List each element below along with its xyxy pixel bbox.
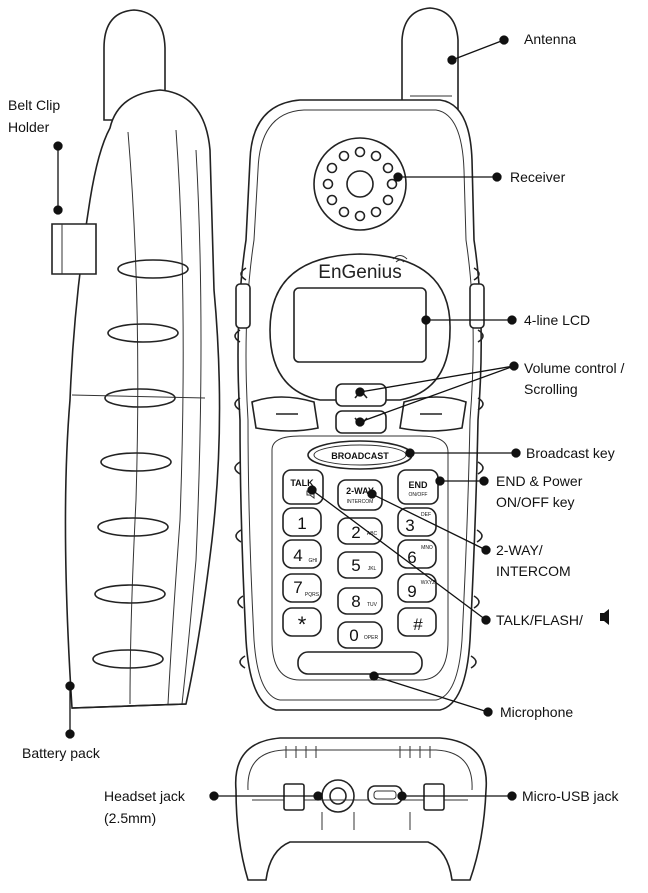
svg-text:1: 1 [297, 514, 306, 533]
receiver [313, 137, 407, 231]
svg-text:TALK: TALK [290, 478, 314, 488]
svg-text:ON/OFF: ON/OFF [409, 492, 428, 498]
brand-logo: EnGenius [318, 262, 401, 283]
svg-text:DEF: DEF [421, 512, 431, 518]
label-end-line2: ON/OFF key [496, 494, 575, 510]
label-broadcast-key: Broadcast key [526, 445, 615, 461]
label-volume-line2: Scrolling [524, 381, 578, 397]
key-0[interactable]: 0 OPER [337, 621, 383, 649]
belt-clip [51, 223, 97, 275]
key-star[interactable]: * [282, 607, 322, 637]
label-talk: TALK/FLASH/ [496, 612, 583, 628]
key-6[interactable]: 6 MNO [397, 539, 437, 569]
svg-text:2-WAY: 2-WAY [346, 486, 374, 496]
micro-usb-jack [367, 785, 403, 805]
wireless-icon [392, 255, 408, 263]
svg-text:JKL: JKL [368, 566, 377, 572]
label-end-line1: END & Power [496, 473, 583, 489]
lcd-screen [293, 287, 427, 363]
labels: Antenna Receiver 4-line LCD Volume contr… [8, 31, 624, 826]
svg-text:0: 0 [349, 626, 358, 645]
svg-text:INTERCOM: INTERCOM [347, 499, 374, 505]
label-battery: Battery pack [22, 745, 101, 761]
svg-text:WXYZ: WXYZ [421, 580, 435, 586]
svg-text:BROADCAST: BROADCAST [331, 451, 389, 461]
key-9[interactable]: 9 WXYZ [397, 573, 437, 603]
svg-text:MNO: MNO [421, 545, 433, 551]
key-3[interactable]: 3 DEF [397, 507, 437, 537]
svg-text:#: # [413, 615, 423, 634]
svg-text:ABC: ABC [367, 531, 378, 537]
svg-text:9: 9 [407, 582, 416, 601]
end-key[interactable]: END ON/OFF [397, 469, 439, 505]
svg-text:4: 4 [293, 546, 302, 565]
label-receiver: Receiver [510, 169, 566, 185]
label-usb: Micro-USB jack [522, 788, 619, 804]
key-4[interactable]: 4 GHI [282, 539, 322, 569]
key-8[interactable]: 8 TUV [337, 587, 383, 615]
key-hash[interactable]: # [397, 607, 437, 637]
svg-text:6: 6 [407, 548, 416, 567]
svg-text:*: * [298, 612, 307, 637]
talk-key[interactable]: TALK [282, 469, 324, 505]
svg-text:7: 7 [293, 578, 302, 597]
svg-text:3: 3 [405, 516, 414, 535]
label-twoway-line1: 2-WAY/ [496, 542, 543, 558]
label-antenna: Antenna [524, 31, 576, 47]
key-7[interactable]: 7 PQRS [282, 573, 322, 603]
label-microphone: Microphone [500, 704, 573, 720]
svg-text:END: END [408, 480, 428, 490]
label-headset-line2: (2.5mm) [104, 810, 156, 826]
svg-text:OPER: OPER [364, 635, 379, 641]
key-5[interactable]: 5 JKL [337, 551, 383, 579]
front-antenna [401, 7, 459, 111]
speaker-icon [600, 609, 609, 625]
label-lcd: 4-line LCD [524, 312, 590, 328]
broadcast-key[interactable]: BROADCAST [307, 440, 413, 470]
label-belt-line2: Holder [8, 119, 50, 135]
front-view: EnGenius BROADCAST TALK 2-WAY IN [234, 7, 485, 711]
two-way-key[interactable]: 2-WAY INTERCOM [337, 479, 383, 511]
side-body [64, 89, 221, 709]
svg-text:PQRS: PQRS [305, 592, 320, 598]
key-1[interactable]: 1 [282, 507, 322, 537]
callouts [53, 35, 521, 801]
key-2[interactable]: 2 ABC [337, 517, 383, 545]
label-headset-line1: Headset jack [104, 788, 186, 804]
label-twoway-line2: INTERCOM [496, 563, 571, 579]
svg-text:5: 5 [351, 556, 360, 575]
svg-text:8: 8 [351, 592, 360, 611]
label-volume-line1: Volume control / [524, 360, 624, 376]
svg-text:2: 2 [351, 523, 360, 542]
svg-text:GHI: GHI [309, 558, 318, 564]
svg-text:TUV: TUV [367, 602, 378, 608]
side-view [51, 9, 221, 709]
microphone [297, 651, 423, 675]
bottom-view [234, 737, 488, 881]
label-belt-line1: Belt Clip [8, 97, 60, 113]
